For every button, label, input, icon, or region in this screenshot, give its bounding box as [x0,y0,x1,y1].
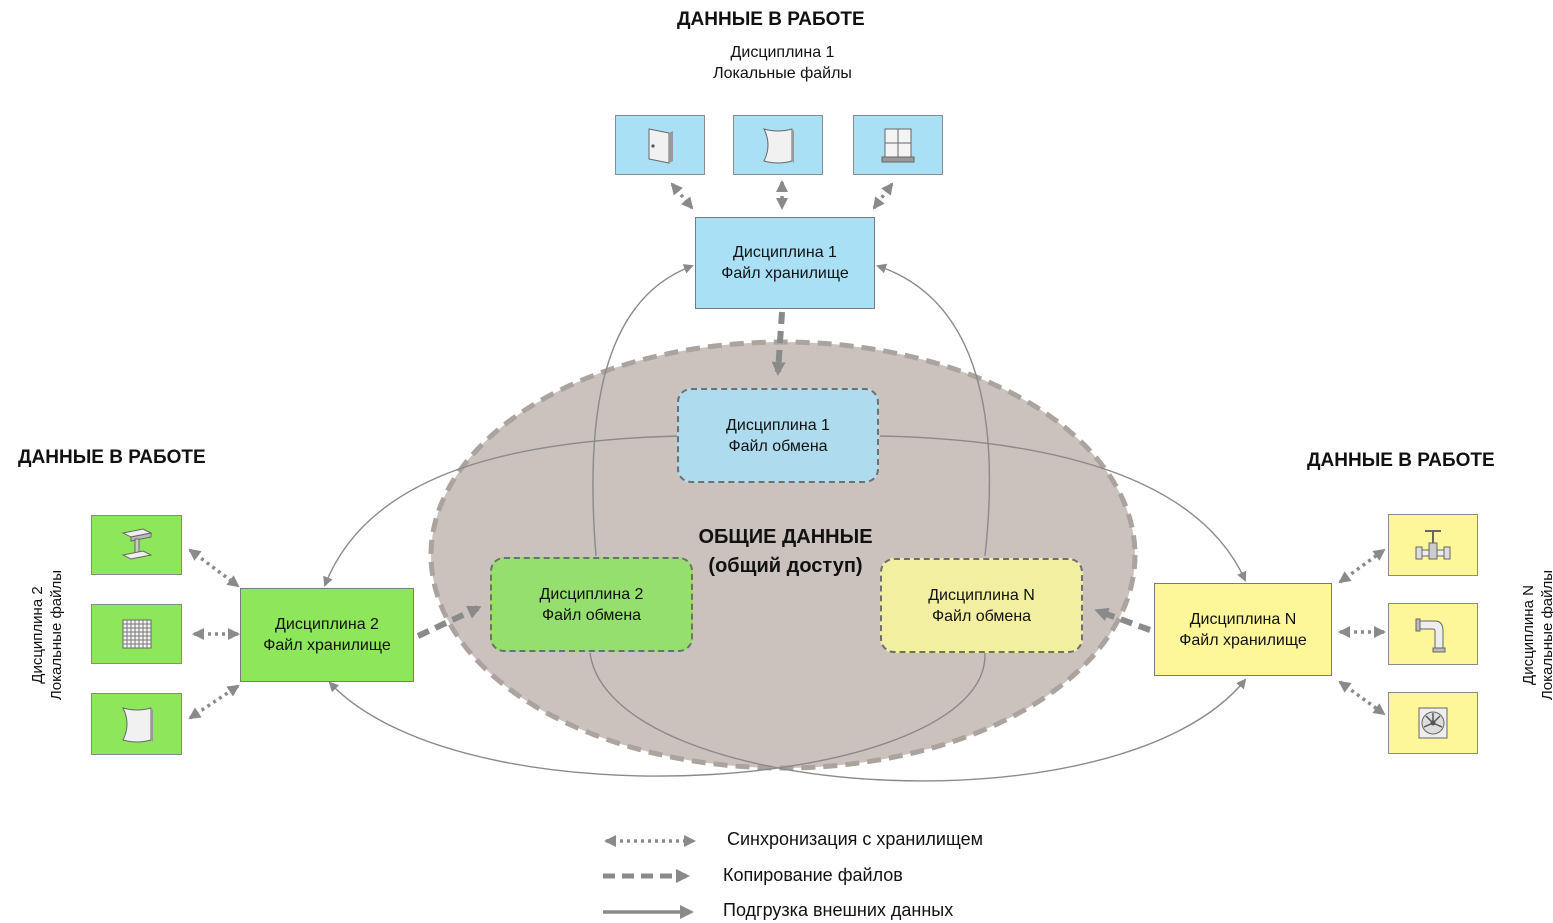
top-discipline-label: Дисциплина 1 Локальные файлы [690,42,875,84]
exchange-discipline-1[interactable]: Дисциплина 1 Файл обмена [677,388,879,483]
storage-2-line2: Файл хранилище [263,637,391,654]
sync-arrow-left-3 [188,684,240,720]
right-local-file-3[interactable] [1388,692,1478,754]
storage-n-line2: Файл хранилище [1179,631,1307,649]
left-vertical-line2: Локальные файлы [48,569,65,701]
load-arrow-ex1-to-storage2 [323,435,681,587]
right-vertical-label: Дисциплина N Локальные файлы [1519,560,1553,710]
legend-load-label: Подгрузка внешних данных [723,900,954,920]
top-discipline-line2: Локальные файлы [713,65,852,82]
left-heading: ДАННЫЕ В РАБОТЕ [18,447,206,468]
steel-beam-icon [120,528,153,560]
shared-title-line2: (общий доступ) [708,555,863,577]
sync-arrow-right-1 [1338,548,1386,584]
right-local-file-1[interactable] [1388,514,1478,576]
sync-arrow-left-1 [188,548,240,588]
sync-arrow-top-1 [670,182,694,210]
curved-panel-icon [121,707,153,743]
copy-arrow-storage2-to-ex2 [416,605,482,639]
exchange-2-line2: Файл обмена [541,606,642,624]
load-arrow-exn-to-storage2 [328,652,986,777]
exchange-n-line2: Файл обмена [931,607,1032,625]
left-local-file-2[interactable] [91,604,182,664]
grid-mesh-icon [122,619,151,649]
valve-icon [1415,530,1451,560]
storage-discipline-2[interactable]: Дисциплина 2 Файл хранилище [240,588,414,682]
right-local-file-2[interactable] [1388,603,1478,665]
storage-discipline-1[interactable]: Дисциплина 1 Файл хранилище [695,217,875,309]
load-arrow-ex1-to-storagen [879,435,1247,582]
exchange-discipline-n[interactable]: Дисциплина N Файл обмена [880,558,1083,653]
fan-icon [1418,707,1448,739]
load-arrow-exn-to-storage1 [876,263,991,557]
top-discipline-line1: Дисциплина 1 [730,44,835,61]
legend-sync-label: Синхронизация с хранилищем [727,829,983,849]
copy-arrow-storage1-to-ex1 [771,311,786,376]
top-local-file-1[interactable] [615,115,705,175]
shared-data-title: ОБЩИЕ ДАННЫЕ (общий доступ) [683,523,888,581]
storage-discipline-n[interactable]: Дисциплина N Файл хранилище [1154,583,1332,676]
exchange-2-line1: Дисциплина 2 [539,585,644,603]
right-vertical-line2: Локальные файлы [1539,569,1553,701]
left-vertical-line1: Дисциплина 2 [29,586,46,684]
right-vertical-line1: Дисциплина N [1520,585,1537,685]
curved-panel-icon [763,128,794,164]
left-local-file-3[interactable] [91,693,182,755]
top-heading: ДАННЫЕ В РАБОТЕ [677,9,865,30]
storage-1-line1: Дисциплина 1 [733,244,837,261]
left-vertical-label: Дисциплина 2 Локальные файлы [28,560,68,710]
top-local-file-3[interactable] [853,115,943,175]
legend-copy-label: Копирование файлов [723,865,903,885]
storage-1-line2: Файл хранилище [721,265,849,282]
storage-n-line1: Дисциплина N [1189,610,1297,628]
storage-2-line1: Дисциплина 2 [275,616,379,633]
load-arrow-ex2-to-storage1 [592,264,694,557]
top-local-file-2[interactable] [733,115,823,175]
right-heading: ДАННЫЕ В РАБОТЕ [1307,450,1495,471]
sync-arrow-right-3 [1338,680,1386,716]
pipe-elbow-icon [1415,618,1446,653]
copy-arrow-storagen-to-exn [1094,607,1152,633]
shared-title-line1: ОБЩИЕ ДАННЫЕ [698,526,873,548]
exchange-1-line1: Дисциплина 1 [726,416,830,434]
window-icon [881,128,915,163]
exchange-n-line1: Дисциплина N [928,586,1035,604]
left-local-file-1[interactable] [91,515,182,575]
door-icon [648,128,673,164]
sync-arrow-top-3 [872,182,894,210]
load-arrow-ex2-to-storagen [589,652,1247,782]
exchange-1-line2: Файл обмена [728,437,828,455]
exchange-discipline-2[interactable]: Дисциплина 2 Файл обмена [490,557,693,652]
